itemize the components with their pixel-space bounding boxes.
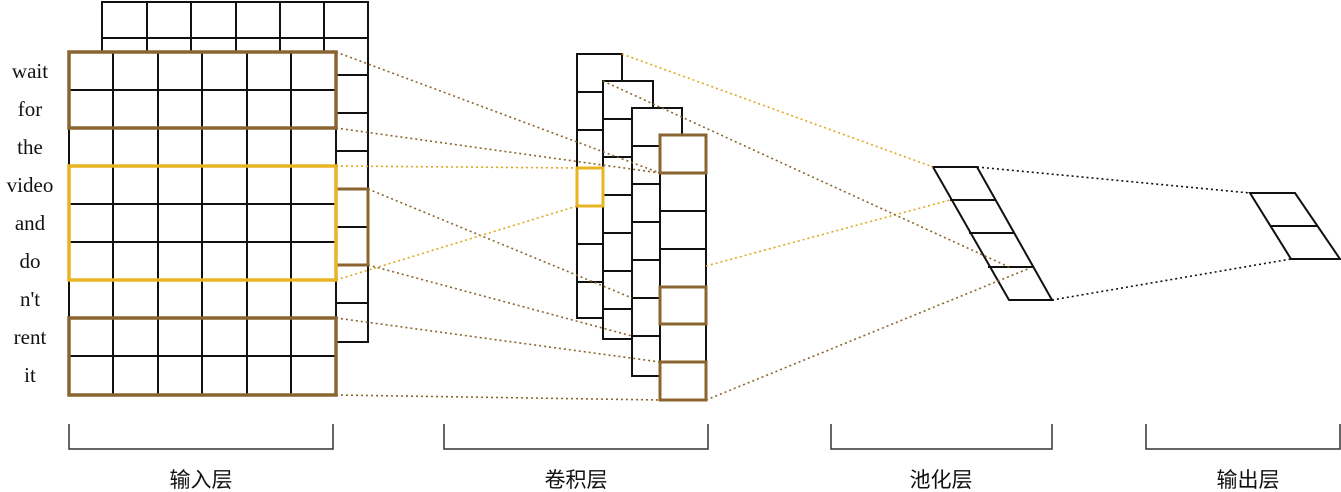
pool-to-output-connectors (976, 166, 1292, 301)
input-filter-gold (67, 164, 338, 282)
bracket-pool (830, 424, 1053, 450)
bracket-output (1145, 424, 1341, 450)
layer-brackets (68, 424, 1341, 450)
word-label: the (17, 135, 43, 159)
word-label: rent (14, 325, 47, 349)
conv-to-pool-connectors (602, 53, 1031, 401)
input-filter-brown-bottom (67, 316, 338, 397)
word-label: it (24, 363, 36, 387)
conv-brown-cell (658, 360, 708, 402)
input-to-conv-connectors (335, 51, 661, 401)
layer-label-pool: 池化层 (910, 468, 973, 492)
word-label: wait (12, 59, 48, 83)
input-filter-brown-top (67, 50, 338, 130)
conv-feature-map-4 (659, 134, 707, 401)
bracket-input (68, 424, 334, 450)
word-label: and (15, 211, 46, 235)
bracket-conv (443, 424, 709, 450)
layer-label-output: 输出层 (1217, 468, 1280, 492)
word-label: do (20, 249, 41, 273)
layer-label-input: 输入层 (170, 468, 233, 492)
word-label: for (18, 97, 43, 121)
conv-brown-cell (658, 133, 708, 175)
word-labels: wait for the video and do n't rent it (7, 59, 54, 387)
layer-label-conv: 卷积层 (545, 468, 608, 492)
conv-brown-cell (658, 285, 708, 326)
word-label: n't (20, 287, 40, 311)
pooling-vector (931, 166, 1054, 301)
word-label: video (7, 173, 54, 197)
output-vector (1248, 192, 1341, 260)
